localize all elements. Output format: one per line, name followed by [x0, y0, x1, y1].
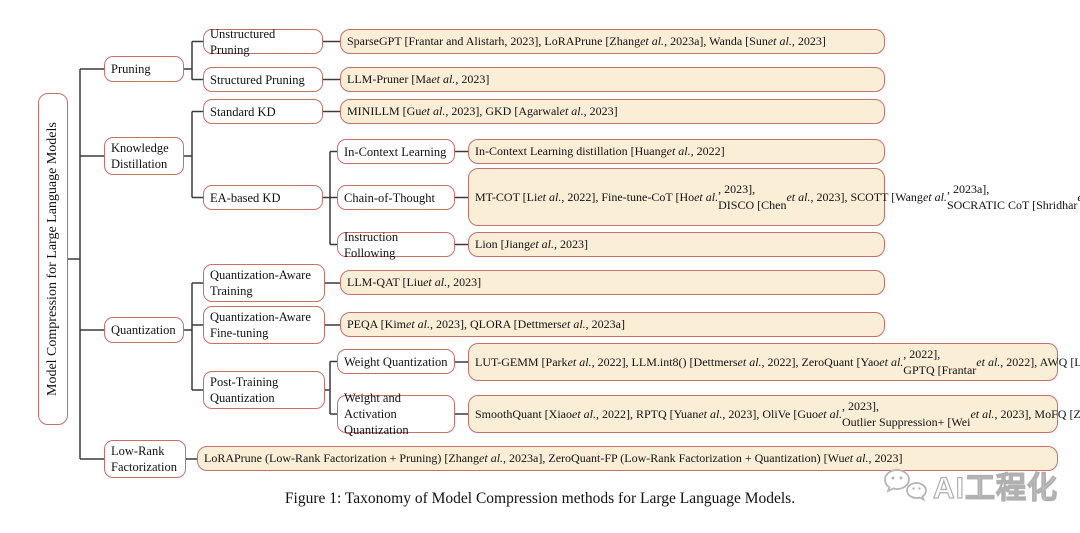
figure-caption: Figure 1: Taxonomy of Model Compression … — [284, 490, 796, 507]
node-quantization-aware-fine-tuning: Quantization-Aware Fine-tuning — [203, 306, 325, 344]
leaf-chain-of-thought-refs: MT-COT [Li et al., 2022], Fine-tune-CoT … — [468, 168, 1080, 226]
leaf-weight-quantization-refs: LUT-GEMM [Park et al., 2022], LLM.int8()… — [468, 343, 1080, 381]
node-low-rank-factorization: Low-Rank Factorization — [104, 440, 186, 478]
leaf-standard-kd-refs: MINILLM [Gu et al., 2023], GKD [Agarwal … — [340, 99, 885, 124]
leaf-in-context-learning-refs: In-Context Learning distillation [Huang … — [468, 139, 885, 164]
leaf-instruction-following-refs: Lion [Jiang et al., 2023] — [468, 232, 885, 257]
node-knowledge-distillation: Knowledge Distillation — [104, 137, 184, 175]
leaf-peqa-qlora-refs: PEQA [Kim et al., 2023], QLORA [Dettmers… — [340, 312, 885, 337]
node-ea-based-kd: EA-based KD — [203, 185, 323, 210]
node-chain-of-thought: Chain-of-Thought — [337, 185, 455, 210]
node-pruning: Pruning — [104, 56, 184, 82]
leaf-llm-qat-refs: LLM-QAT [Liu et al., 2023] — [340, 270, 885, 295]
node-root: Model Compression for Large Language Mod… — [38, 93, 68, 425]
node-weight-and-activation-quantization: Weight and Activation Quantization — [337, 391, 455, 437]
node-quantization-aware-training: Quantization-Aware Training — [203, 264, 325, 302]
node-structured-pruning: Structured Pruning — [203, 67, 323, 92]
leaf-low-rank-factorization-refs: LoRAPrune (Low-Rank Factorization + Prun… — [197, 446, 1058, 471]
node-unstructured-pruning: Unstructured Pruning — [203, 27, 323, 57]
leaf-unstructured-pruning-refs: SparseGPT [Frantar and Alistarh, 2023], … — [340, 29, 885, 54]
node-quantization: Quantization — [104, 317, 184, 343]
node-instruction-following: Instruction Following — [337, 230, 455, 260]
leaf-weight-activation-quantization-refs: SmoothQuant [Xiao et al., 2022], RPTQ [Y… — [468, 395, 1080, 433]
node-in-context-learning: In-Context Learning — [337, 139, 455, 164]
node-standard-kd: Standard KD — [203, 99, 323, 124]
node-weight-quantization: Weight Quantization — [337, 349, 455, 374]
node-post-training-quantization: Post-Training Quantization — [203, 371, 325, 409]
leaf-structured-pruning-refs: LLM-Pruner [Ma et al., 2023] — [340, 67, 885, 92]
